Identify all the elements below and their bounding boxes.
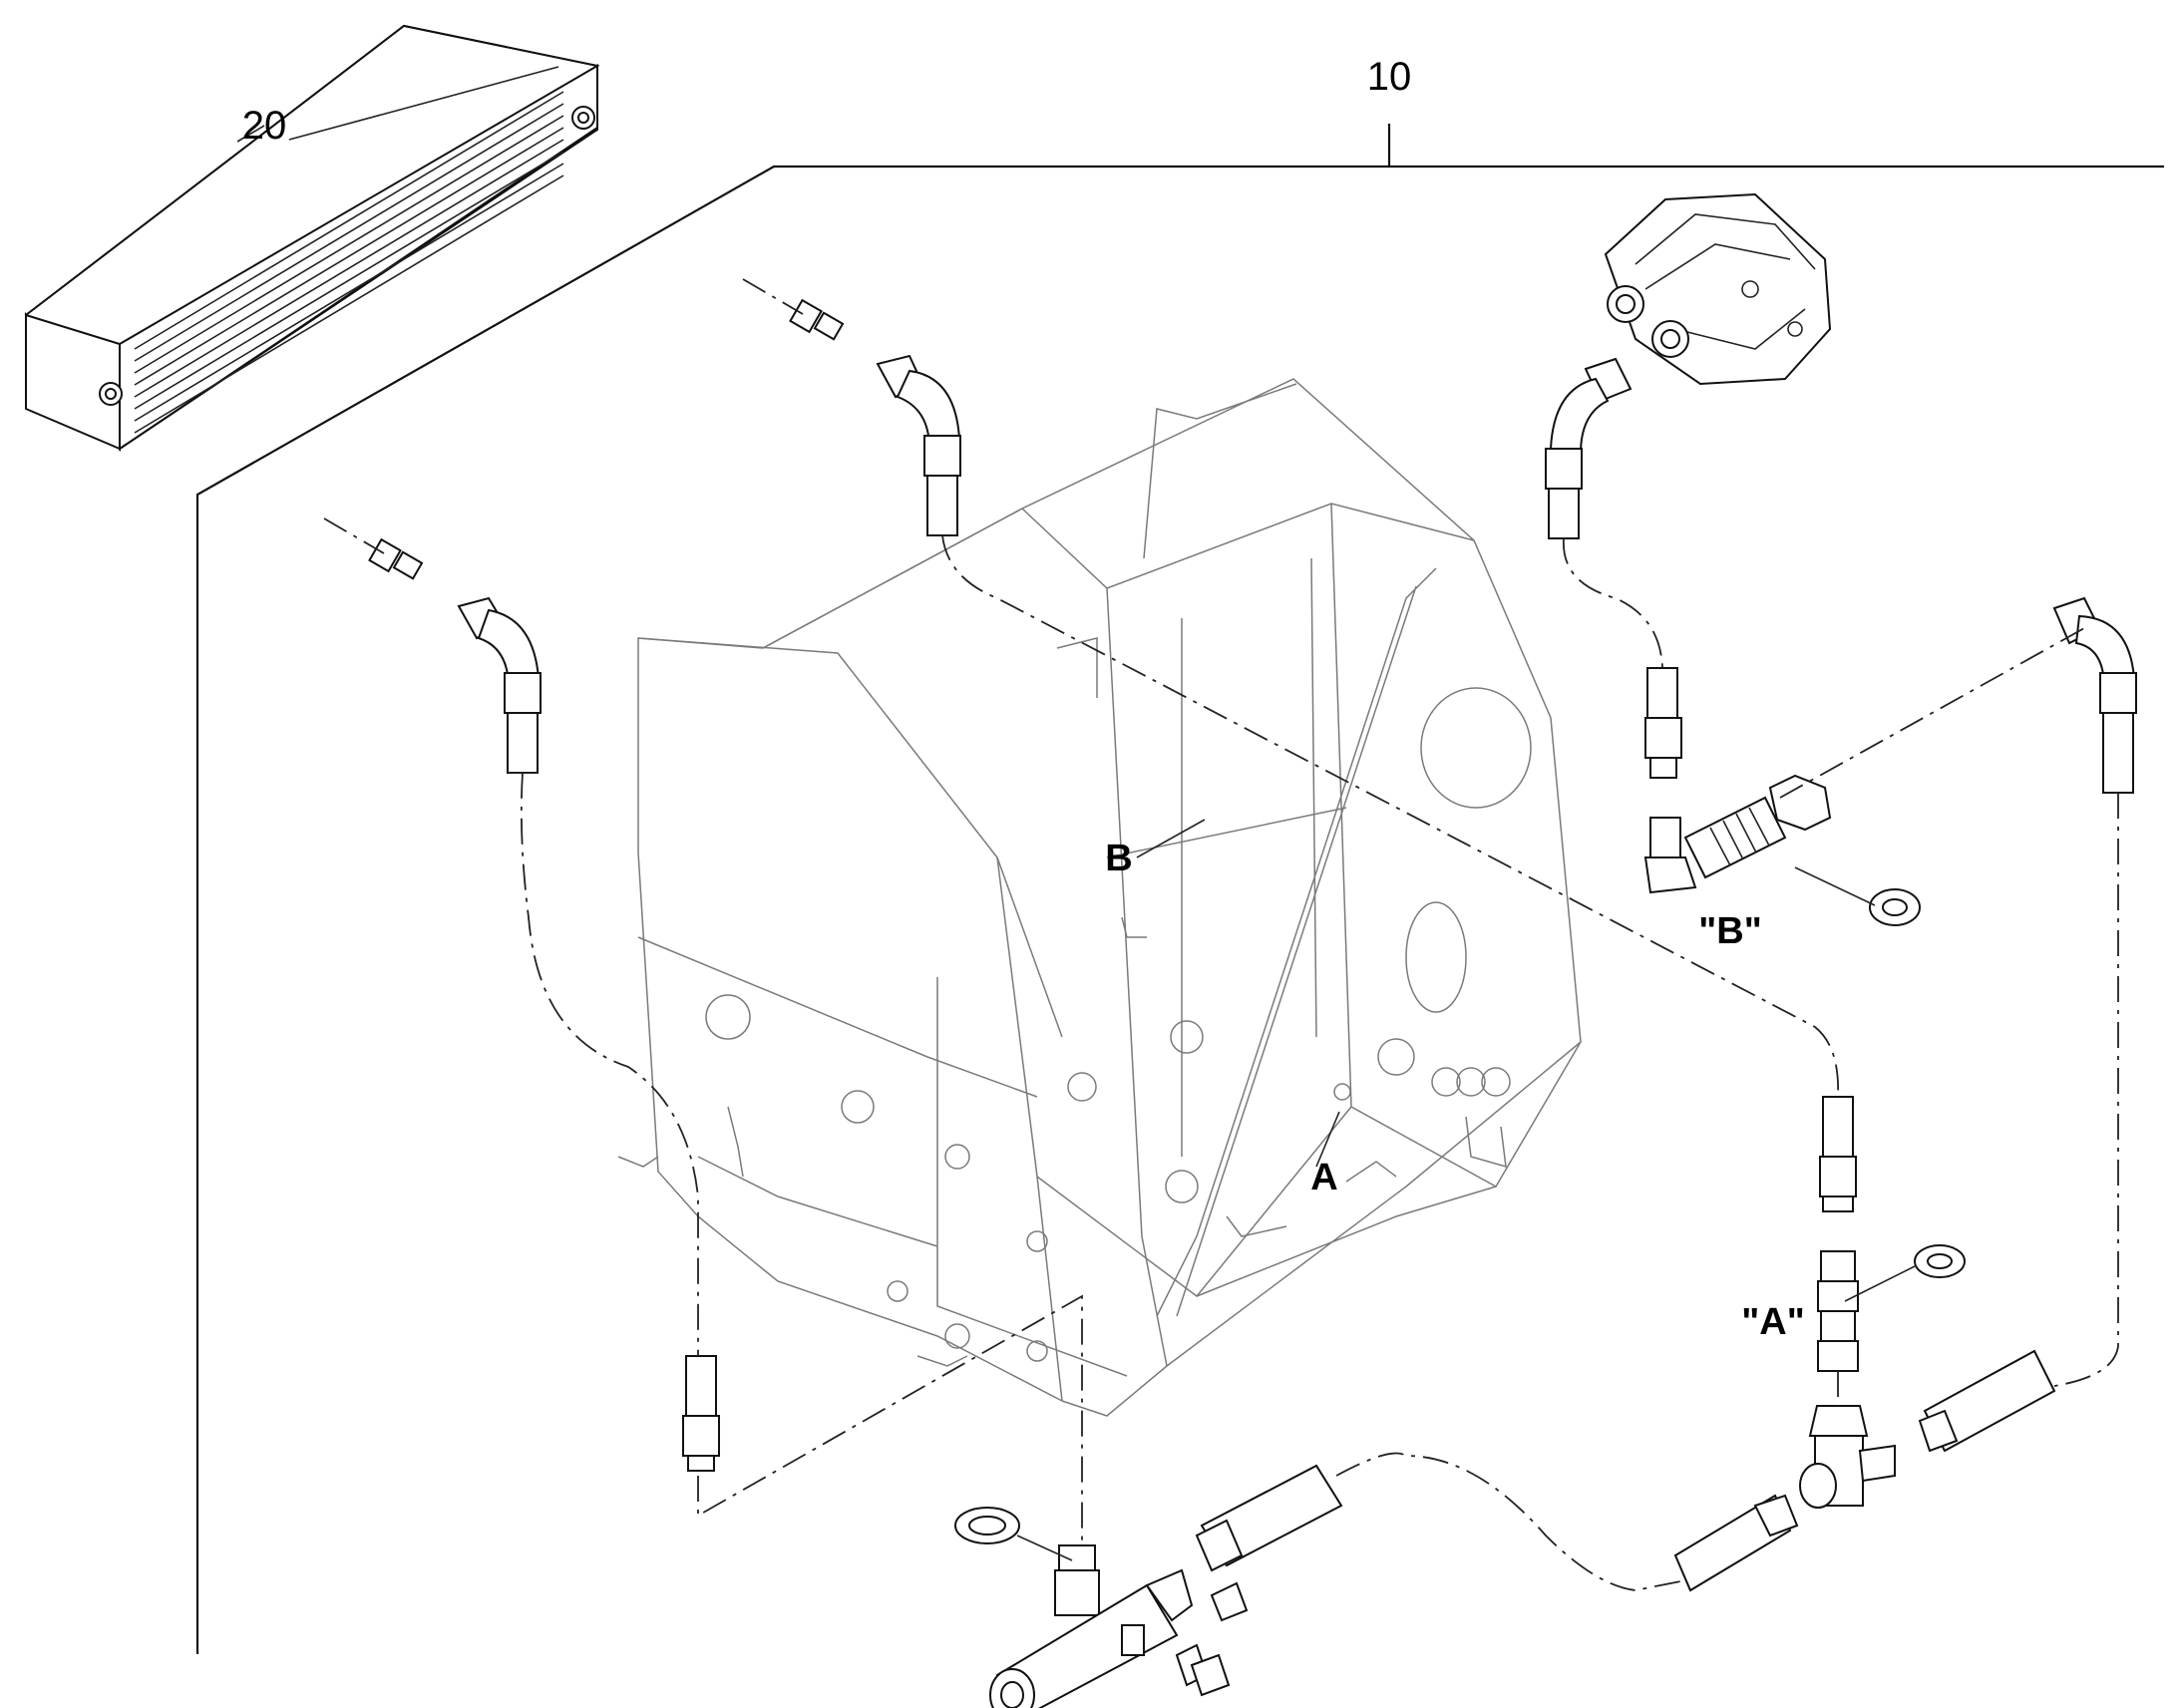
detail-b-callout: "B" (1698, 910, 1761, 952)
hydraulic-pump (1604, 192, 1832, 386)
detail-a-reference: A (1310, 1157, 1337, 1198)
assembly-bracket-10 (195, 124, 2164, 1654)
detail-a-callout: "A" (1741, 1301, 1804, 1343)
detail-a-fitting (1817, 1096, 1966, 1372)
hose-bottom-left (682, 1355, 720, 1472)
detail-b-fitting (1643, 774, 1921, 926)
item-10-label: 10 (1367, 55, 1412, 99)
hose-right (2052, 596, 2137, 794)
hose-left (368, 537, 542, 774)
leader-lines (236, 66, 1916, 1561)
detail-b-reference: B (1105, 838, 1132, 879)
item-20-label: 20 (242, 104, 287, 148)
hose-center (789, 298, 961, 536)
tee-fitting-right (1673, 1349, 2056, 1592)
hose-pump (1545, 357, 1682, 779)
tee-fitting-center (954, 1464, 1343, 1708)
cab-frame (617, 378, 1582, 1417)
connection-paths (323, 278, 2119, 1591)
oil-cooler (24, 24, 600, 453)
